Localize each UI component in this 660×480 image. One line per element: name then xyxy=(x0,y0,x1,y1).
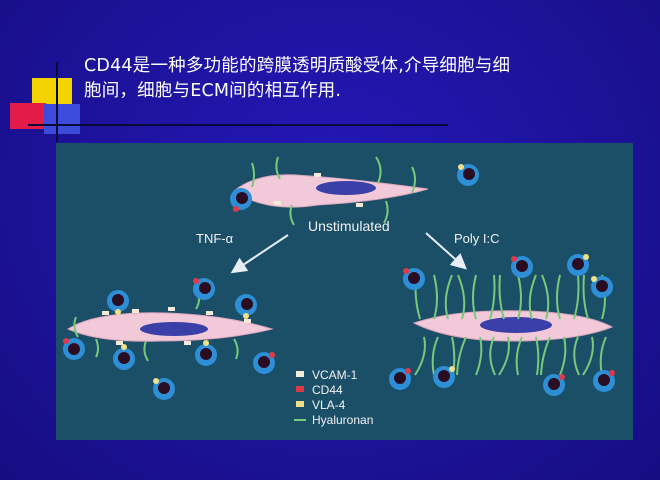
leukocyte xyxy=(193,278,215,300)
hyaluronan-strand xyxy=(375,156,382,184)
label-polyic: Poly I:C xyxy=(454,231,500,246)
arrow-to-polyic xyxy=(425,232,467,270)
hyaluronan-strand xyxy=(73,316,79,338)
vcam-marker xyxy=(244,319,251,323)
legend-swatch xyxy=(296,401,304,407)
legend-swatch xyxy=(296,371,304,377)
cell-polyic xyxy=(412,310,614,342)
vcam-marker xyxy=(274,201,281,205)
leukocyte xyxy=(63,338,85,360)
hyaluronan-strand xyxy=(457,274,466,320)
leukocyte xyxy=(153,378,175,400)
decor-vertical-line xyxy=(56,62,58,142)
vcam-marker xyxy=(356,203,363,207)
figure-panel: Unstimulated TNF-α Poly I:C xyxy=(56,143,633,440)
hyaluronan-strand xyxy=(251,162,255,188)
decor-blue-square xyxy=(44,104,80,134)
legend-label: CD44 xyxy=(312,383,343,397)
hyaluronan-strand xyxy=(489,274,496,320)
nucleus xyxy=(480,317,552,333)
hyaluronan-strand xyxy=(472,274,477,320)
hyaluronan-strand xyxy=(599,336,607,376)
hyaluronan-strand xyxy=(143,340,149,362)
hyaluronan-strand xyxy=(515,336,523,376)
cell-unstimulated xyxy=(233,156,429,226)
hyaluronan-strand xyxy=(541,274,550,320)
vcam-marker xyxy=(314,173,321,177)
hyaluronan-strand xyxy=(275,156,281,180)
hyaluronan-strand xyxy=(582,274,589,320)
legend-label: Hyaluronan xyxy=(312,413,373,427)
hyaluronan-strand xyxy=(535,336,540,376)
leukocyte xyxy=(457,164,479,186)
legend-swatch xyxy=(296,386,304,392)
hyaluronan-strand xyxy=(540,336,551,376)
hyaluronan-strand xyxy=(528,274,537,320)
leukocyte xyxy=(253,352,275,374)
vcam-marker xyxy=(206,311,213,315)
nucleus xyxy=(140,322,208,336)
title-line-1: CD44是一种多功能的跨膜透明质酸受体,介导细胞与细 xyxy=(84,56,511,76)
hyaluronan-strand xyxy=(456,336,467,376)
leukocyte xyxy=(107,290,129,315)
vcam-marker xyxy=(102,311,109,315)
leukocyte xyxy=(433,366,455,388)
hyaluronan-strand xyxy=(233,338,239,360)
decor-horizontal-line xyxy=(28,124,448,126)
cell-tnf xyxy=(66,290,274,362)
hyaluronan-strand xyxy=(95,338,99,358)
nucleus xyxy=(316,181,376,195)
hyaluronan-strand xyxy=(475,336,483,376)
hyaluronan-strand xyxy=(582,336,594,376)
leukocyte xyxy=(567,254,589,276)
leukocyte xyxy=(235,294,257,319)
hyaluronan-strand xyxy=(414,336,426,376)
hyaluronan-strand xyxy=(431,336,439,376)
leukocyte xyxy=(230,188,252,212)
vcam-marker xyxy=(132,309,139,313)
legend-label: VLA-4 xyxy=(312,398,346,412)
diagram-svg: Unstimulated TNF-α Poly I:C xyxy=(63,156,615,427)
arrow-to-tnf xyxy=(230,234,289,274)
label-tnf: TNF-α xyxy=(196,231,234,246)
hyaluronan-strand xyxy=(498,274,505,320)
leukocyte xyxy=(543,374,565,396)
hyaluronan-strand xyxy=(498,336,510,376)
hyaluronan-strand xyxy=(556,274,561,320)
leukocyte xyxy=(389,368,411,390)
hyaluronan-strand xyxy=(411,166,416,194)
leukocyte xyxy=(403,268,425,290)
hyaluronan-strand xyxy=(573,336,580,376)
hyaluronan-strand xyxy=(517,274,522,320)
title-line-2: 胞间，细胞与ECM间的相互作用. xyxy=(84,81,342,101)
leukocyte xyxy=(195,340,217,366)
vcam-marker xyxy=(116,341,123,345)
hyaluronan-strand xyxy=(383,200,389,224)
legend-label: VCAM-1 xyxy=(312,368,358,382)
leukocyte xyxy=(591,276,613,298)
hyaluronan-strand xyxy=(444,274,453,320)
hyaluronan-strands xyxy=(414,274,607,376)
label-unstimulated: Unstimulated xyxy=(308,218,390,234)
hyaluronan-strand xyxy=(559,336,567,376)
vcam-marker xyxy=(184,341,191,345)
hyaluronan-strand xyxy=(573,274,580,320)
leukocyte xyxy=(593,370,615,392)
hyaluronan-strand xyxy=(289,204,295,226)
leukocyte xyxy=(113,344,135,370)
vcam-marker xyxy=(168,307,175,311)
leukocyte xyxy=(511,256,533,278)
hyaluronan-strand xyxy=(489,336,496,376)
slide-title: CD44是一种多功能的跨膜透明质酸受体,介导细胞与细 胞间，细胞与ECM间的相互… xyxy=(84,54,624,104)
hyaluronan-strand xyxy=(433,274,438,320)
